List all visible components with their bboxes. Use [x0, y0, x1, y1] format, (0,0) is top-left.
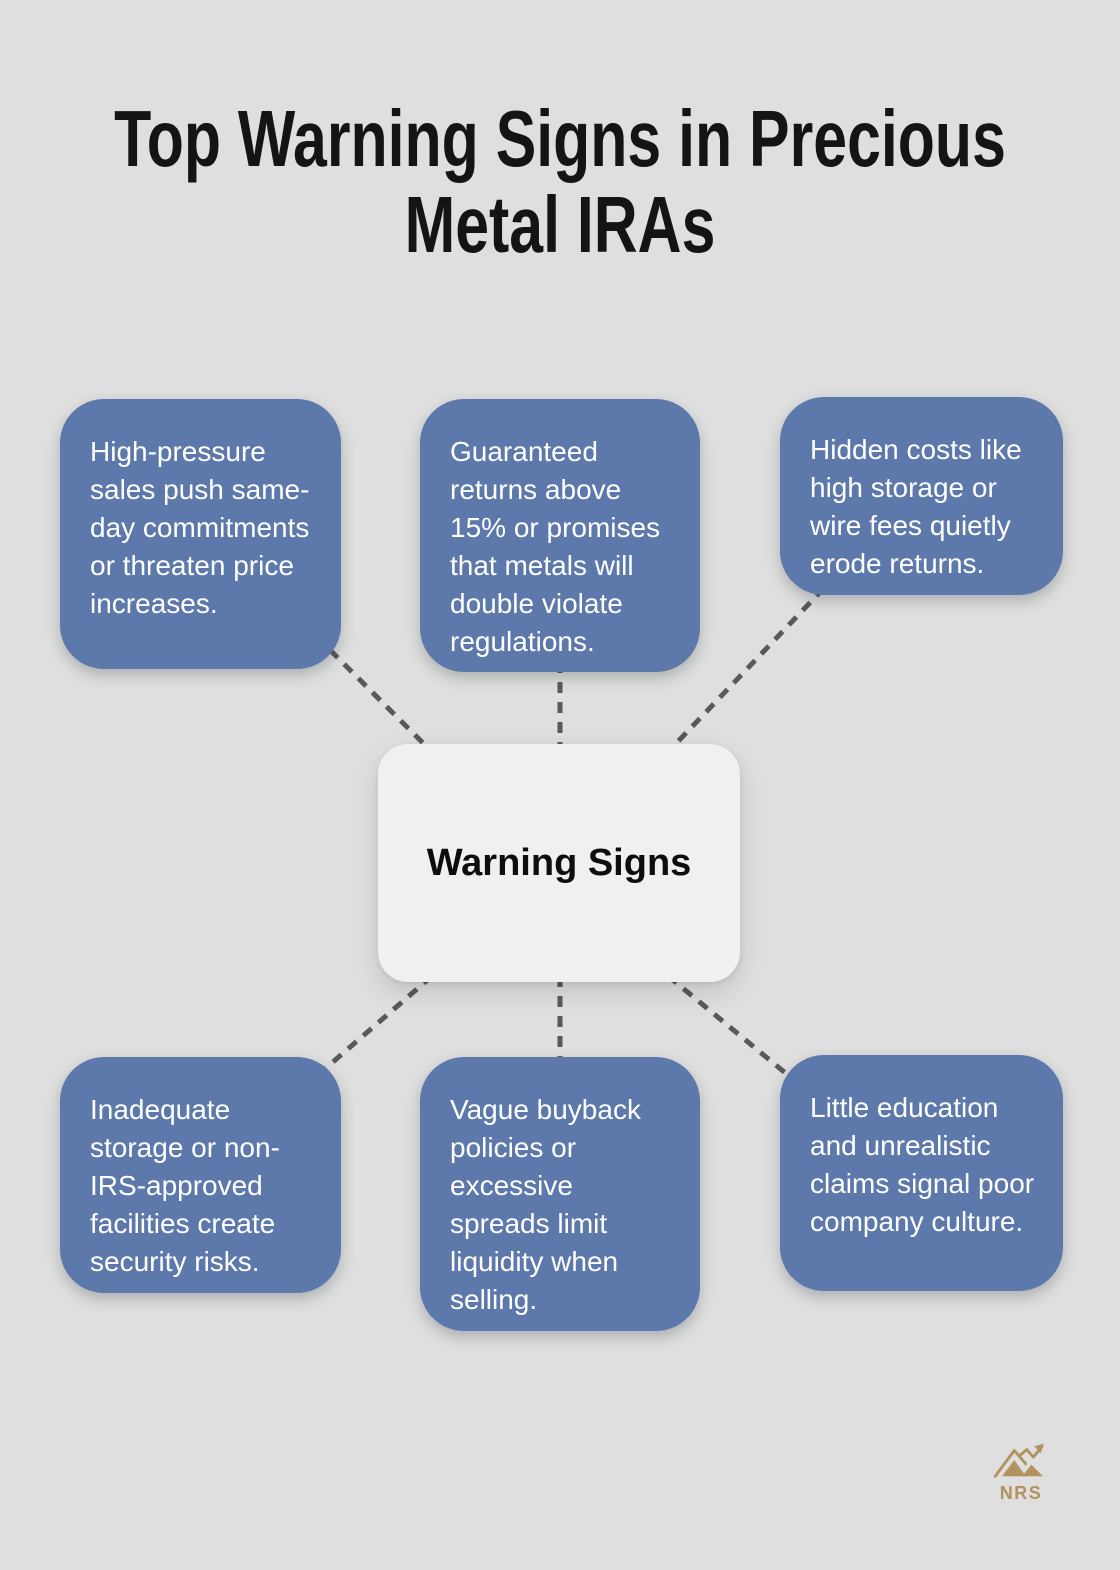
connector-top-right	[666, 586, 826, 754]
brand-logo: NRS	[988, 1440, 1054, 1504]
warning-node-text: Guaranteed returns above 15% or promises…	[450, 436, 661, 657]
warning-node-guaranteed-returns: Guaranteed returns above 15% or promises…	[420, 399, 700, 672]
warning-node-vague-buyback: Vague buyback policies or excessive spre…	[420, 1057, 700, 1331]
warning-node-text: High-pressure sales push same-day commit…	[90, 436, 310, 619]
warning-node-text: Inadequate storage or non-IRS-approved f…	[90, 1094, 280, 1277]
brand-logo-text: NRS	[999, 1483, 1043, 1503]
page-title: Top Warning Signs in Precious Metal IRAs	[114, 94, 1006, 269]
center-node-warning-signs: Warning Signs	[378, 744, 740, 982]
connector-bottom-right	[666, 974, 802, 1087]
warning-node-high-pressure-sales: High-pressure sales push same-day commit…	[60, 399, 341, 669]
mountain-arrow-icon	[993, 1443, 1044, 1478]
warning-node-hidden-costs: Hidden costs like high storage or wire f…	[780, 397, 1063, 595]
connector-top-left	[328, 648, 434, 754]
warning-node-text: Hidden costs like high storage or wire f…	[810, 434, 1022, 579]
warning-node-little-education: Little education and unrealistic claims …	[780, 1055, 1063, 1291]
center-node-label: Warning Signs	[426, 841, 692, 884]
warning-node-text: Vague buyback policies or excessive spre…	[450, 1094, 641, 1315]
warning-node-text: Little education and unrealistic claims …	[810, 1092, 1035, 1237]
warning-node-inadequate-storage: Inadequate storage or non-IRS-approved f…	[60, 1057, 341, 1293]
connector-bottom-left	[324, 974, 434, 1070]
